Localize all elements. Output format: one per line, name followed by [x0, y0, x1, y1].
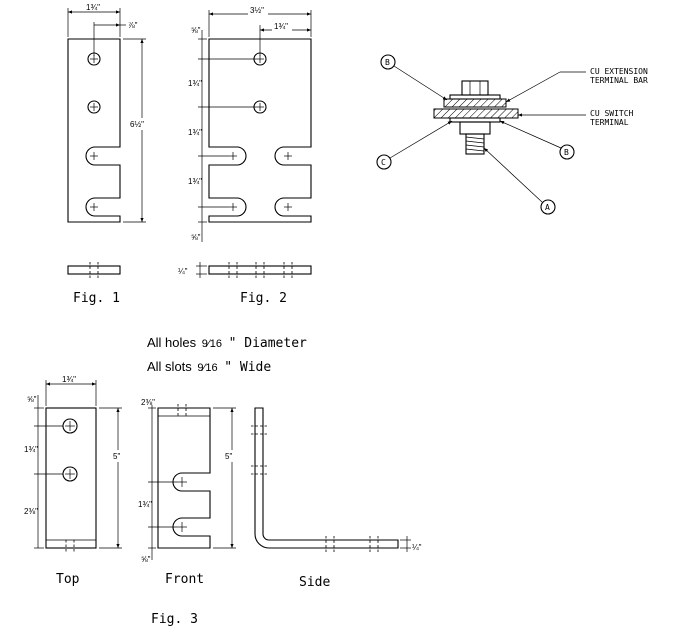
fig3-side-group: ¼" Side	[251, 407, 422, 590]
fig2-dim-top: ⅝"	[191, 26, 201, 35]
fig3-top-plate	[45, 407, 97, 549]
fig2-dim-width: 3½"	[250, 6, 264, 15]
fig3-front-caption: Front	[165, 572, 204, 587]
cu-switch-label-2: TERMINAL	[590, 118, 629, 127]
fig3-top-dim-s2: 2⅜"	[24, 507, 38, 516]
fig1-dim-height: 6½"	[130, 120, 144, 129]
fig1-caption: Fig. 1	[73, 291, 120, 306]
fig1-plate-outline	[67, 38, 121, 223]
callout-a	[540, 199, 556, 215]
assembly-switch-terminal	[433, 108, 519, 119]
fig3-top-dim-height: 5"	[113, 452, 120, 461]
assembly-washer-bottom	[449, 117, 501, 123]
fig3-top-dim-top: ⅝"	[27, 395, 37, 404]
fig3-side-caption: Side	[299, 575, 330, 590]
fig1-dim-width: 1¾"	[86, 3, 100, 12]
fig3-front-dim-bottom: ⅝"	[141, 555, 151, 564]
svg-text:B: B	[564, 148, 569, 157]
fig2-plate-outline	[208, 38, 312, 223]
assembly-nut	[461, 80, 489, 96]
note-slots: All slots 9⁄16 " Wide	[147, 359, 271, 375]
callout-b-top	[380, 54, 396, 70]
fig3-side-dim-thickness: ¼"	[412, 543, 422, 552]
fig2-dim-hole-offset: 1¾"	[274, 22, 288, 31]
fig2-dim-bottom: ⅝"	[191, 233, 201, 242]
fig2-edge-view	[208, 265, 312, 275]
fig1-group: 1¾" ⅞" 6½" Fig. 1	[67, 3, 153, 306]
cu-extension-label-1: CU EXTENSION	[590, 67, 648, 76]
svg-text:B: B	[385, 58, 390, 67]
fig2-group: 3½" 1¾" ⅝" 1¾" 1¾" 1¾" ⅝" ¼" Fig. 2	[178, 6, 312, 306]
fig3-top-caption: Top	[56, 572, 80, 587]
notes-group: All holes 9⁄16 " Diameter All slots 9⁄16…	[147, 335, 307, 375]
fig2-dim-s3: 1¾"	[188, 177, 202, 186]
fig2-dim-s1: 1¾"	[188, 79, 202, 88]
fig1-edge-view	[67, 265, 121, 275]
note-holes: All holes 9⁄16 " Diameter	[147, 335, 307, 351]
assembly-bolt-head	[459, 121, 491, 135]
fig3-top-group: 1¾" ⅝" 1¾" 2⅜" 5" Top	[24, 375, 125, 587]
fig1-dim-hole-offset: ⅞"	[128, 21, 138, 30]
fig3-front-dim-height: 5"	[225, 452, 232, 461]
fig2-dim-s2: 1¾"	[188, 128, 202, 137]
callout-b-right	[559, 144, 575, 160]
fig3-caption: Fig. 3	[151, 612, 198, 627]
svg-text:A: A	[545, 203, 550, 212]
assembly-extension-bar	[443, 98, 507, 108]
fig2-caption: Fig. 2	[240, 291, 287, 306]
fig3-front-dim-top: 2⅜"	[141, 398, 155, 407]
callout-c	[376, 154, 392, 170]
assembly-stud	[465, 133, 485, 155]
fig1-hole-2	[87, 100, 101, 114]
svg-text:C: C	[381, 158, 386, 167]
assembly-group: B C B A CU EXTENSION TERMINAL BAR CU SWI…	[376, 54, 648, 215]
fig3-side-bracket	[254, 407, 399, 549]
fig3-front-plate	[157, 407, 211, 549]
fig3-top-dim-width: 1¾"	[62, 375, 76, 384]
cu-switch-label-1: CU SWITCH	[590, 109, 634, 118]
cu-extension-label-2: TERMINAL BAR	[590, 76, 648, 85]
fig3-front-group: 2⅜" 1¾" ⅝" 5" Front	[138, 398, 237, 587]
fig3-top-dim-s1: 1¾"	[24, 445, 38, 454]
fig3-front-dim-s1: 1¾"	[138, 500, 152, 509]
assembly-washer-top	[449, 94, 501, 100]
fig2-dim-thickness: ¼"	[178, 267, 188, 276]
